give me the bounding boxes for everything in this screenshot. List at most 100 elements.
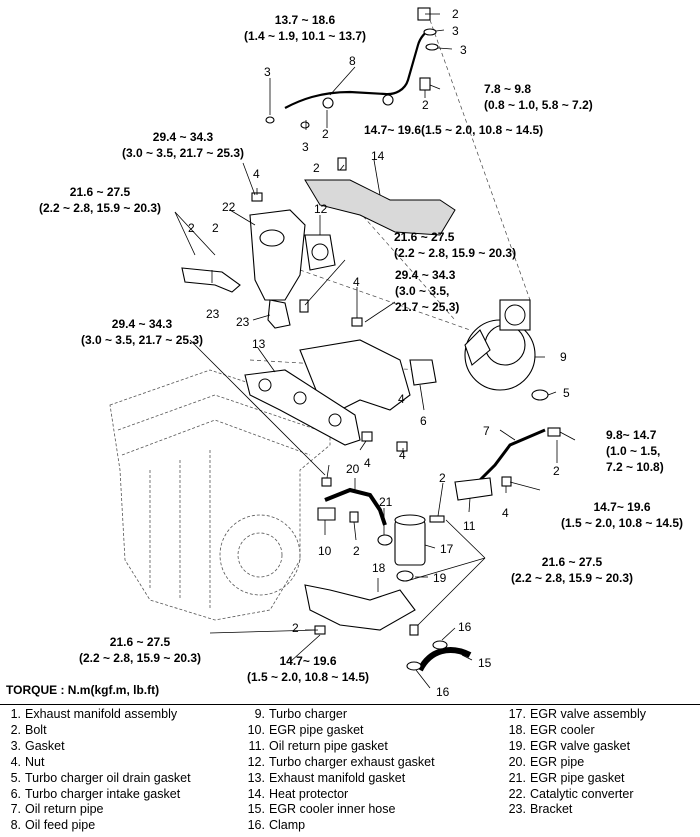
- callout-number: 21: [379, 495, 393, 509]
- torque-value-converted: (1.5 ~ 2.0, 10.8 ~ 14.5): [560, 516, 684, 530]
- torque-value-converted: 7.2 ~ 10.8): [606, 460, 664, 474]
- exhaust-manifold-gasket: [244, 369, 361, 446]
- legend-item: 10.EGR pipe gasket: [247, 722, 364, 737]
- oil-feed-fitting: [382, 94, 394, 106]
- torque-value-converted: (1.0 ~ 1.5,: [606, 444, 661, 458]
- legend-item: 4.Nut: [10, 754, 45, 769]
- bolt-icon: [547, 427, 561, 437]
- torque-spec: 21.6 ~ 27.5 (2.2 ~ 2.8, 15.9 ~ 20.3): [492, 554, 652, 586]
- legend-item: 20.EGR pipe: [508, 754, 585, 769]
- legend-item: 7.Oil return pipe: [10, 802, 104, 817]
- diagram-drawing: [109, 7, 576, 689]
- callout-number: 2: [422, 98, 429, 112]
- torque-value-converted: (3.0 ~ 3.5,: [395, 284, 450, 298]
- torque-value-converted: (2.2 ~ 2.8, 15.9 ~ 20.3): [510, 571, 634, 585]
- callout-number: 2: [322, 127, 329, 141]
- torque-value-converted: (3.0 ~ 3.5, 21.7 ~ 25.3): [121, 146, 245, 160]
- callout-number: 18: [372, 561, 386, 575]
- callout-number: 5: [563, 386, 570, 400]
- torque-spec: 13.7 ~ 18.6 (1.4 ~ 1.9, 10.1 ~ 13.7): [230, 12, 380, 44]
- callout-number: 3: [460, 43, 467, 57]
- torque-value: 14.7~ 19.6: [593, 500, 651, 514]
- clamp-icon: [432, 640, 448, 650]
- callout-number: 16: [436, 685, 450, 699]
- callout-number: 20: [346, 462, 360, 476]
- assembly-lines: [249, 19, 531, 371]
- bolt-icon: [349, 511, 359, 523]
- egr-pipe-gasket: [377, 534, 393, 546]
- bolt-icon: [299, 299, 309, 313]
- callout-number: 6: [420, 414, 427, 428]
- oil-feed-fitting: [322, 97, 334, 109]
- callout-number: 4: [364, 456, 371, 470]
- legend-item: 18.EGR cooler: [508, 722, 595, 737]
- nut-icon: [501, 476, 512, 487]
- torque-value-converted: (2.2 ~ 2.8, 15.9 ~ 20.3): [78, 651, 202, 665]
- callout-number: 2: [188, 221, 195, 235]
- legend-item: 9.Turbo charger: [254, 707, 348, 721]
- leader-lines: [174, 13, 576, 689]
- torque-spec: 14.7~ 19.6 (1.5 ~ 2.0, 10.8 ~ 14.5): [228, 653, 388, 685]
- egr-cooler: [304, 584, 416, 631]
- torque-spec: 21.6 ~ 27.5 (2.2 ~ 2.8, 15.9 ~ 20.3): [60, 634, 220, 666]
- legend-item: 12.Turbo charger exhaust gasket: [247, 754, 435, 769]
- torque-value-converted: (3.0 ~ 3.5, 21.7 ~ 25.3): [80, 333, 204, 347]
- turbo-charger: [464, 299, 536, 391]
- callout-number: 10: [318, 544, 332, 558]
- callout-number: 17: [440, 542, 454, 556]
- callout-number: 2: [292, 621, 299, 635]
- egr-cooler-inner-hose: [417, 647, 472, 672]
- torque-value-converted: 21.7 ~ 25.3): [395, 300, 460, 314]
- torque-spec: 14.7~ 19.6(1.5 ~ 2.0, 10.8 ~ 14.5): [364, 122, 543, 138]
- exploded-view-diagram: 13.7 ~ 18.6 (1.4 ~ 1.9, 10.1 ~ 13.7) 7.8…: [6, 7, 700, 699]
- torque-value: 14.7~ 19.6(1.5 ~ 2.0, 10.8 ~ 14.5): [364, 123, 544, 137]
- legend-column: 9.Turbo charger 10.EGR pipe gasket 11.Oi…: [244, 707, 435, 834]
- callout-number: 11: [463, 519, 476, 533]
- torque-value: 21.6 ~ 27.5: [541, 555, 603, 569]
- legend-item: 23.Bracket: [508, 802, 573, 817]
- egr-valve-assembly: [394, 514, 426, 566]
- torque-spec: 29.4 ~ 34.3 (3.0 ~ 3.5, 21.7 ~ 25.3): [103, 129, 263, 161]
- callout-number: 4: [253, 167, 260, 181]
- legend-item: 11.Oil return pipe gasket: [248, 738, 388, 753]
- torque-value: 13.7 ~ 18.6: [274, 13, 336, 27]
- torque-unit-note: TORQUE : N.m(kgf.m, lb.ft): [6, 683, 160, 697]
- oil-return-pipe-gasket: [454, 477, 493, 501]
- bracket: [267, 299, 291, 329]
- egr-pipe: [324, 487, 387, 526]
- torque-value: 14.7~ 19.6: [279, 654, 337, 668]
- legend-item: 16.Clamp: [247, 818, 306, 833]
- clamp-icon: [406, 661, 422, 671]
- gasket-icon: [425, 43, 439, 51]
- callout-number: 23: [236, 315, 250, 329]
- bolt-icon: [429, 515, 445, 523]
- callout-number: 13: [252, 337, 266, 351]
- nut-icon: [321, 477, 332, 487]
- callout-number: 9: [560, 350, 567, 364]
- legend-item: 13.Exhaust manifold gasket: [247, 770, 406, 785]
- oil-drain-gasket: [531, 389, 549, 401]
- torque-value: 7.8 ~ 9.8: [484, 82, 532, 96]
- catalytic-converter: [249, 209, 306, 301]
- callout-number: 2: [212, 221, 219, 235]
- bolt-icon: [409, 624, 419, 636]
- callout-number: 19: [433, 571, 447, 585]
- legend-column: 1.Exhaust manifold assembly 2.Bolt 3.Gas…: [0, 707, 191, 834]
- callout-number: 22: [222, 200, 236, 214]
- torque-value-converted: (0.8 ~ 1.0, 5.8 ~ 7.2): [484, 98, 593, 112]
- torque-spec: 21.6 ~ 27.5 (2.2 ~ 2.8, 15.9 ~ 20.3): [394, 229, 516, 261]
- torque-value: 29.4 ~ 34.3: [111, 317, 173, 331]
- callout-number: 4: [353, 275, 360, 289]
- callout-number: 2: [553, 464, 560, 478]
- egr-pipe-gasket: [317, 507, 336, 521]
- torque-value: 9.8~ 14.7: [606, 428, 657, 442]
- torque-spec: 29.4 ~ 34.3 (3.0 ~ 3.5, 21.7 ~ 25.3): [62, 316, 222, 348]
- nut-icon: [351, 317, 363, 327]
- torque-value-converted: (2.2 ~ 2.8, 15.9 ~ 20.3): [394, 246, 517, 260]
- parts-legend: 1.Exhaust manifold assembly 2.Bolt 3.Gas…: [0, 707, 700, 837]
- torque-value: 21.6 ~ 27.5: [69, 185, 131, 199]
- torque-spec: 14.7~ 19.6 (1.5 ~ 2.0, 10.8 ~ 14.5): [542, 499, 700, 531]
- legend-item: 21.EGR pipe gasket: [508, 770, 625, 785]
- callout-number: 7: [483, 424, 490, 438]
- callout-number: 4: [399, 448, 406, 462]
